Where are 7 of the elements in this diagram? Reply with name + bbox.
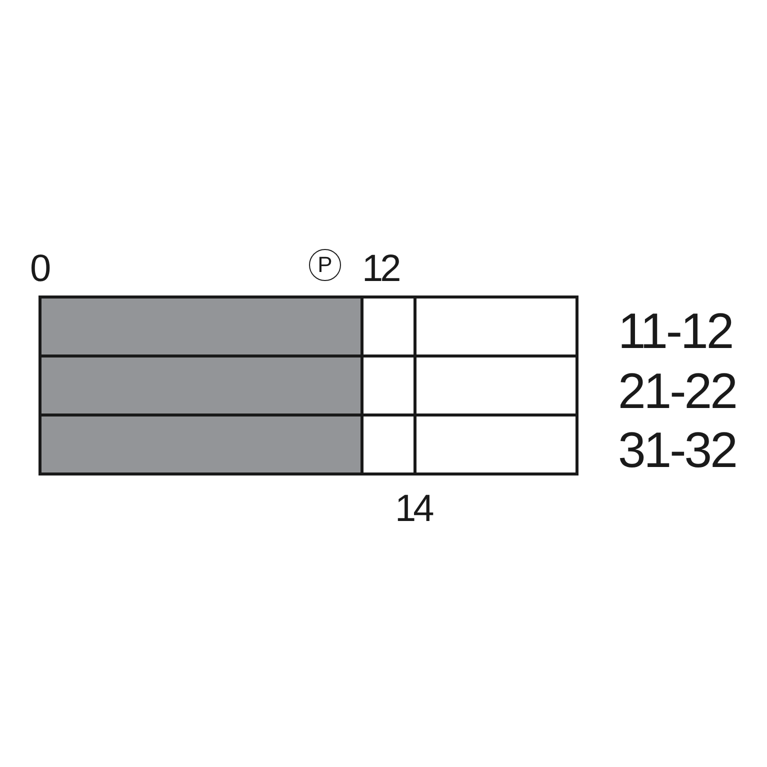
position-symbol: P xyxy=(309,249,341,281)
position-number: 14 xyxy=(395,490,432,528)
position-number: 0 xyxy=(30,250,50,288)
contact-label: 21-22 xyxy=(618,366,736,416)
contact-label: 11-12 xyxy=(618,306,732,356)
position-number: 12 xyxy=(362,250,398,288)
contact-label: 31-32 xyxy=(618,425,736,475)
